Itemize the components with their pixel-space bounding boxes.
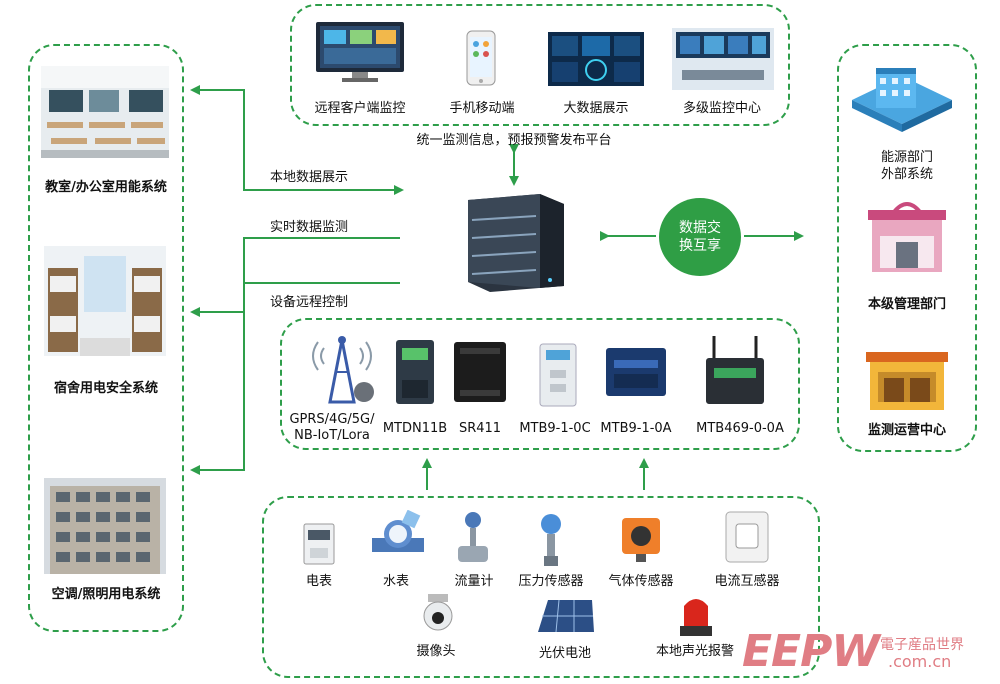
mtb469-0-0a-label: MTB469-0-0A xyxy=(696,421,784,436)
camera-label: 摄像头 xyxy=(416,644,456,659)
gas-sensor-label: 气体传感器 xyxy=(608,574,674,589)
mtdn11b-device-icon xyxy=(392,336,438,408)
antenna-tower-icon xyxy=(302,326,382,406)
gateway-panel xyxy=(280,318,800,450)
water-meter-icon xyxy=(370,510,426,566)
solar-label: 光伏电池 xyxy=(538,646,591,661)
data-exchange-circle: 数据交 换互享 xyxy=(659,198,741,276)
mobile-phone-icon xyxy=(466,30,496,86)
mtb9-1-0c-label: MTB9-1-0C xyxy=(519,421,591,436)
camera-icon xyxy=(418,592,458,636)
left-panel xyxy=(28,44,184,632)
energy-dept-label-1: 能源部门 xyxy=(880,150,933,165)
realtime-monitor-label: 实时数据监测 xyxy=(270,220,349,235)
mobile-label: 手机移动端 xyxy=(449,101,515,116)
network-label-2: NB-IoT/Lora xyxy=(294,428,370,443)
pressure-sensor-label: 压力传感器 xyxy=(518,574,584,589)
eepw-cn: 電子産品世界 xyxy=(880,637,964,653)
multi-center-label: 多级监控中心 xyxy=(682,101,761,116)
sr411-device-icon xyxy=(452,340,508,404)
control-center-icon xyxy=(672,28,774,90)
water-meter-label: 水表 xyxy=(382,574,409,589)
server-icon xyxy=(460,190,572,296)
current-transformer-icon xyxy=(724,510,770,564)
mtb469-0-0a-device-icon xyxy=(702,334,768,408)
alarm-label: 本地声光报警 xyxy=(655,644,734,659)
management-dept-icon xyxy=(866,196,948,274)
solar-panel-icon xyxy=(534,596,596,636)
big-data-screen-icon xyxy=(548,32,644,86)
eepw-logo: EEPW xyxy=(742,626,880,677)
mtb9-1-0a-device-icon xyxy=(604,344,668,402)
current-transformer-label: 电流互感器 xyxy=(714,574,780,589)
energy-dept-label-2: 外部系统 xyxy=(880,167,933,182)
top-panel xyxy=(290,4,790,126)
building-photo xyxy=(44,478,166,574)
operations-center-icon xyxy=(866,344,948,410)
electric-meter-label: 电表 xyxy=(305,574,332,589)
flowmeter-label: 流量计 xyxy=(454,574,494,589)
classroom-photo xyxy=(41,66,169,158)
right-panel xyxy=(837,44,977,452)
remote-control-label: 设备远程控制 xyxy=(270,295,349,310)
dormitory-photo xyxy=(44,246,166,356)
eepw-domain: .com.cn xyxy=(888,652,952,671)
mtb9-1-0c-device-icon xyxy=(536,340,580,412)
mtdn11b-label: MTDN11B xyxy=(382,421,448,436)
pressure-sensor-icon xyxy=(536,512,566,568)
dormitory-label: 宿舍用电安全系统 xyxy=(53,381,158,396)
management-dept-label: 本级管理部门 xyxy=(867,297,946,312)
exchange-line2: 换互享 xyxy=(679,238,721,254)
operations-center-label: 监测运营中心 xyxy=(867,423,946,438)
flowmeter-icon xyxy=(456,510,490,568)
network-label-1: GPRS/4G/5G/ xyxy=(289,412,375,427)
electric-meter-icon xyxy=(302,522,336,566)
sr411-label: SR411 xyxy=(458,421,502,436)
mtb9-1-0a-label: MTB9-1-0A xyxy=(600,421,672,436)
remote-client-label: 远程客户端监控 xyxy=(314,101,406,116)
alarm-light-icon xyxy=(678,590,714,638)
sensor-panel xyxy=(262,496,820,678)
exchange-line1: 数据交 xyxy=(679,220,721,236)
desktop-monitor-icon xyxy=(314,20,406,84)
local-display-label: 本地数据展示 xyxy=(270,170,349,185)
classroom-label: 教室/办公室用能系统 xyxy=(45,180,167,195)
aircon-lighting-label: 空调/照明用电系统 xyxy=(51,587,161,602)
energy-dept-building-icon xyxy=(846,62,958,132)
gas-sensor-icon xyxy=(618,512,664,564)
platform-caption: 统一监测信息，预报预警发布平台 xyxy=(416,133,612,148)
big-data-label: 大数据展示 xyxy=(563,101,629,116)
